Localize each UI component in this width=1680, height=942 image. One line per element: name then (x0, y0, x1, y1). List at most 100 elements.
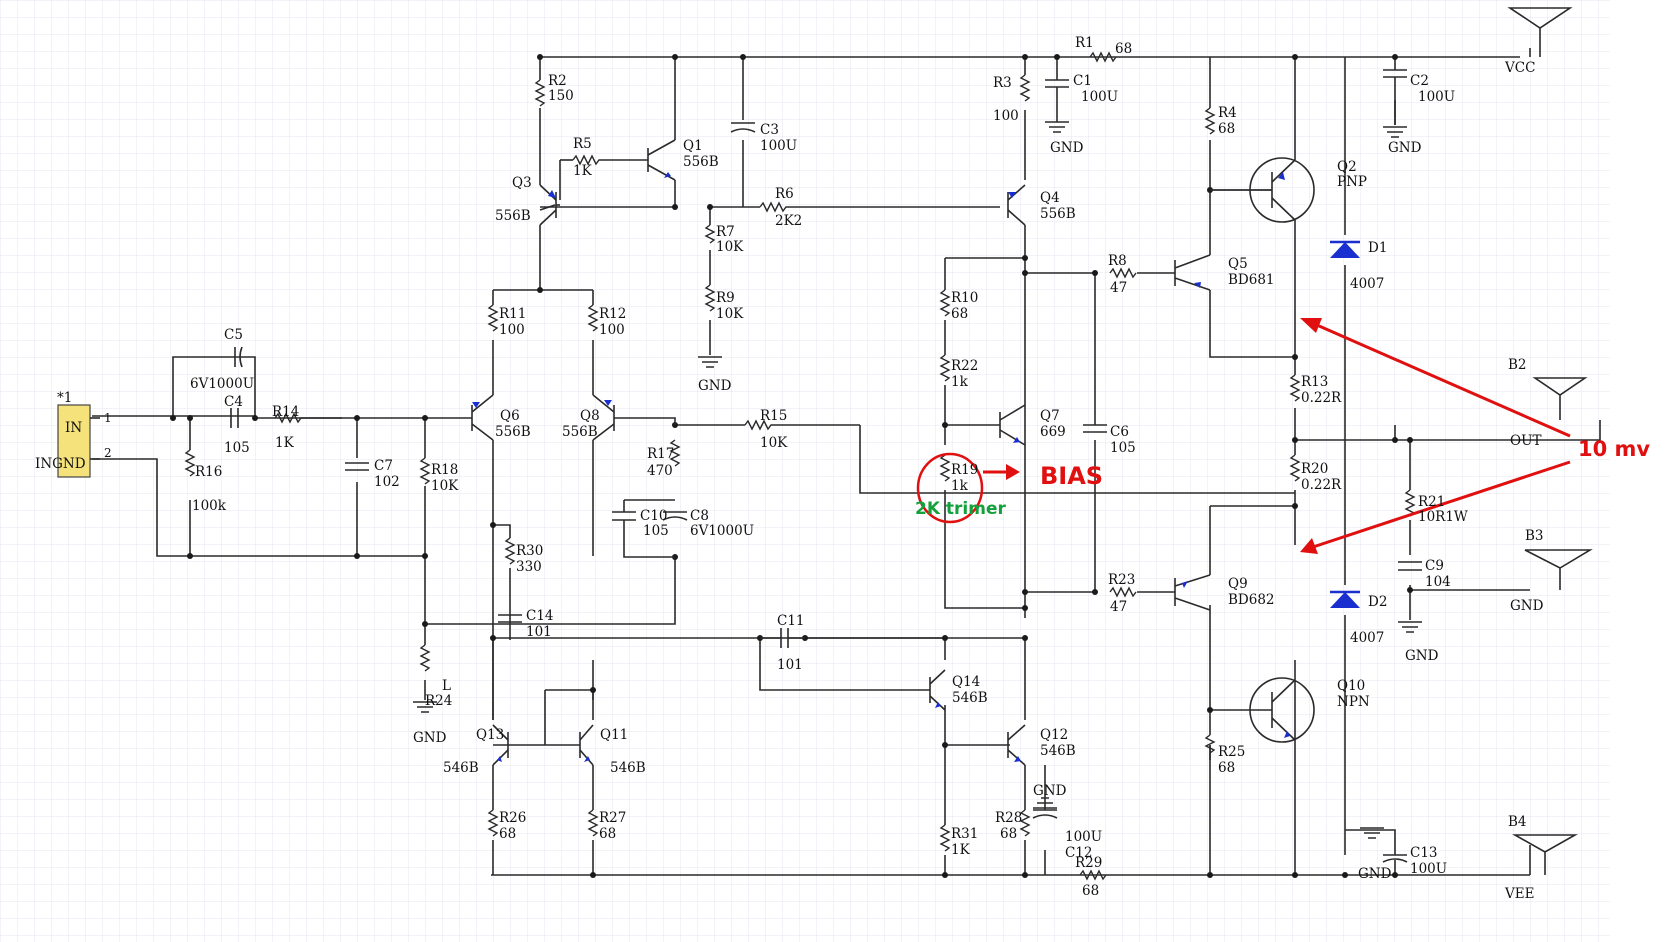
value-q5: BD681 (1228, 272, 1275, 288)
label-r28: R28 (995, 810, 1022, 826)
label-r10: R10 (951, 290, 978, 306)
value-q10: NPN (1337, 694, 1370, 710)
resistor-r6 (759, 201, 812, 213)
connector-pin1-label: IN (65, 420, 82, 436)
value-r11: 100 (499, 322, 525, 338)
capacitor-c1 (1045, 79, 1069, 120)
value-c6: 105 (1110, 440, 1136, 456)
transistor-q8 (592, 394, 676, 441)
label-q3: Q3 (512, 175, 532, 191)
label-q2: Q2 (1337, 159, 1357, 175)
value-r22: 1k (951, 374, 969, 390)
voltage-arrow-upper (1309, 320, 1571, 438)
label-r16: R16 (195, 464, 222, 480)
value-q12: 546B (1040, 743, 1076, 759)
capacitor-c4 (230, 408, 239, 428)
resistor-r3 (1019, 74, 1031, 102)
transistor-q7 (999, 404, 1026, 446)
value-d2: 4007 (1350, 630, 1384, 646)
value-q7: 669 (1040, 424, 1066, 440)
value-r4: 68 (1218, 121, 1235, 137)
resistor-r11 (487, 304, 499, 332)
ground-label: GND (1033, 783, 1067, 799)
capacitor-c12 (1032, 809, 1058, 819)
ground-label: GND (413, 730, 447, 746)
transistor-q12 (1007, 724, 1026, 766)
grid-background (0, 0, 1610, 942)
value-r16: 100k (192, 498, 227, 514)
capacitor-c13 (1345, 829, 1408, 863)
value-q8: 556B (562, 424, 598, 440)
resistor-r15 (744, 419, 800, 431)
label-r5: R5 (573, 136, 592, 152)
label-r22: R22 (951, 358, 978, 374)
label-c1: C1 (1073, 73, 1092, 89)
ground-label: GND (1358, 866, 1392, 882)
label-c6: C6 (1110, 424, 1129, 440)
value-r6: 2K2 (775, 213, 802, 229)
diode-d1 (1330, 240, 1360, 258)
label-r7: R7 (716, 224, 735, 240)
label-r14: R14 (272, 404, 299, 420)
resistor-r29 (1079, 869, 1107, 881)
label-q14: Q14 (952, 674, 980, 690)
label-c14: C14 (526, 608, 554, 624)
label-r4: R4 (1218, 105, 1237, 121)
ground-icon (698, 356, 722, 368)
value-c10: 105 (643, 523, 669, 539)
value-q11: 546B (610, 760, 646, 776)
value-r19: 1k (951, 478, 969, 494)
label-q1: Q1 (683, 138, 703, 154)
b2-label: B2 (1508, 357, 1527, 373)
label-c13: C13 (1410, 845, 1438, 861)
value-c7: 102 (374, 474, 400, 490)
value-c13: 100U (1410, 861, 1447, 877)
trimmer-annotation: 2K trimer (915, 499, 1007, 519)
value-c8: 6V1000U (690, 523, 754, 539)
value-q3: 556B (495, 208, 531, 224)
value-c9: 104 (1425, 574, 1451, 590)
resistor-r4 (1204, 107, 1216, 135)
label-r31: R31 (951, 826, 978, 842)
connector-ref: *1 (57, 390, 72, 406)
value-q14: 546B (952, 690, 988, 706)
resistor-r24 (419, 644, 431, 672)
value-c4: 105 (224, 440, 250, 456)
label-r23: R23 (1108, 572, 1135, 588)
value-r20: 0.22R (1301, 477, 1342, 493)
bias-annotation: BIAS (1040, 462, 1103, 490)
label-c8: C8 (690, 508, 709, 524)
ground-label: GND (698, 378, 732, 394)
label-r6: R6 (775, 186, 794, 202)
capacitor-c6 (1083, 424, 1107, 433)
ground-icon (1383, 126, 1407, 138)
label-q11: Q11 (600, 727, 628, 743)
value-r1: 68 (1115, 41, 1132, 57)
label-r1: R1 (1075, 35, 1094, 51)
label-r3: R3 (993, 75, 1012, 91)
resistor-r2 (534, 79, 546, 107)
transistors (471, 139, 1315, 766)
label-r9: R9 (716, 290, 735, 306)
label-r12: R12 (599, 306, 626, 322)
value-r13: 0.22R (1301, 390, 1342, 406)
label-c9: C9 (1425, 558, 1444, 574)
value-r9: 10K (716, 306, 744, 322)
voltage-annotation: 10 mv (1578, 437, 1650, 461)
value-r15: 10K (760, 435, 788, 451)
capacitor-c7 (345, 462, 369, 471)
capacitors (230, 69, 1422, 863)
ground-icon (413, 701, 437, 713)
label-c12: C12 (1065, 845, 1093, 861)
value-c14: 101 (526, 624, 552, 640)
connector-pin2-label: INGND (35, 456, 86, 472)
value-r5: 1K (573, 163, 593, 179)
value-d1: 4007 (1350, 276, 1384, 292)
value-r26: 68 (499, 826, 516, 842)
ground-icon (1360, 827, 1384, 839)
label-q5: Q5 (1228, 256, 1248, 272)
bias-circle (916, 452, 984, 524)
resistor-r19 (939, 454, 951, 482)
label-r19: R19 (951, 462, 978, 478)
